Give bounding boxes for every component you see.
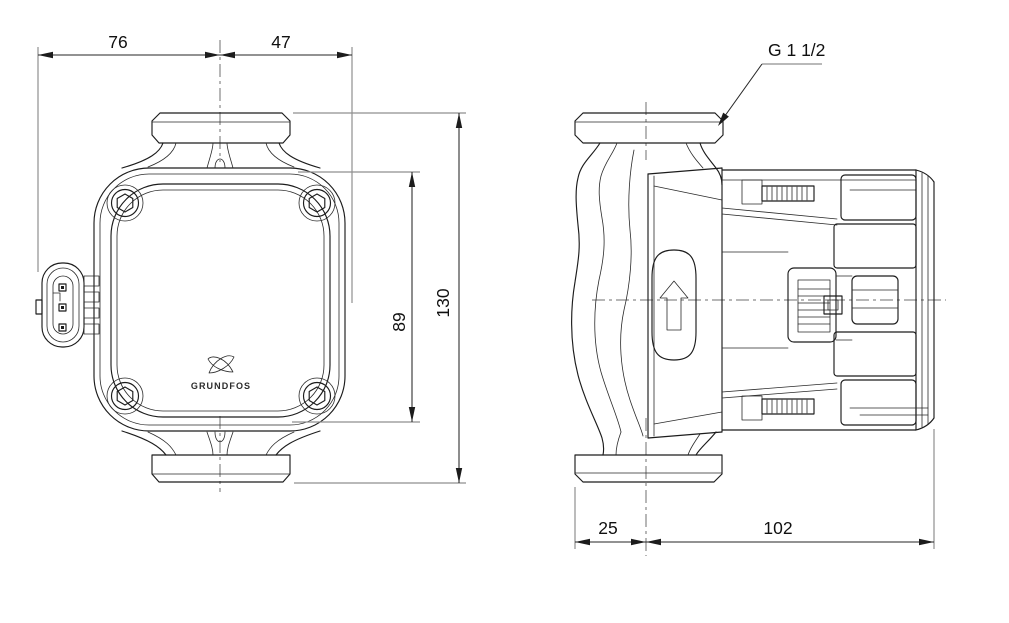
threaded-rod-top bbox=[761, 185, 815, 202]
hex-bolt-icon bbox=[298, 377, 336, 415]
connection-label: G 1 1/2 bbox=[768, 40, 825, 60]
dim-label-89: 89 bbox=[389, 312, 409, 331]
dim-label-76: 76 bbox=[108, 32, 127, 52]
hex-bolt-icon bbox=[106, 184, 144, 222]
side-view: G 1 1/2 bbox=[571, 40, 946, 556]
front-view: GRUNDFOS 76 47 bbox=[35, 32, 466, 492]
up-arrow-icon bbox=[659, 280, 689, 331]
front-bottom-neck bbox=[121, 430, 321, 456]
threaded-rod-bottom bbox=[761, 398, 815, 415]
connection-callout: G 1 1/2 bbox=[718, 40, 825, 126]
grundfos-emblem-icon bbox=[207, 355, 235, 374]
side-volute-pipe bbox=[571, 142, 723, 456]
front-top-flange bbox=[151, 112, 291, 144]
hex-bolt-icon bbox=[106, 377, 144, 415]
dim-label-47: 47 bbox=[271, 32, 290, 52]
front-corner-bolts bbox=[106, 184, 336, 415]
front-bottom-flange bbox=[151, 454, 291, 483]
side-front-panel bbox=[647, 167, 723, 439]
dim-89-130: 89 130 bbox=[292, 112, 466, 484]
brand-name: GRUNDFOS bbox=[191, 381, 251, 391]
terminal-connector bbox=[787, 267, 899, 343]
electrical-connector bbox=[35, 262, 100, 348]
side-motor-body bbox=[721, 167, 935, 433]
side-top-flange bbox=[574, 112, 724, 144]
flow-direction-badge bbox=[651, 249, 697, 361]
dim-label-25: 25 bbox=[598, 518, 617, 538]
front-top-neck bbox=[121, 142, 321, 169]
dim-25-102: 25 102 bbox=[574, 429, 935, 549]
side-bottom-flange bbox=[574, 454, 723, 483]
connector-ribs bbox=[83, 275, 100, 335]
dim-76-47: 76 47 bbox=[37, 32, 353, 303]
front-pump-body bbox=[93, 167, 346, 432]
hex-bolt-icon bbox=[298, 184, 336, 222]
grundfos-logo: GRUNDFOS bbox=[191, 355, 251, 391]
dim-label-102: 102 bbox=[763, 518, 792, 538]
dim-label-130: 130 bbox=[433, 288, 453, 317]
